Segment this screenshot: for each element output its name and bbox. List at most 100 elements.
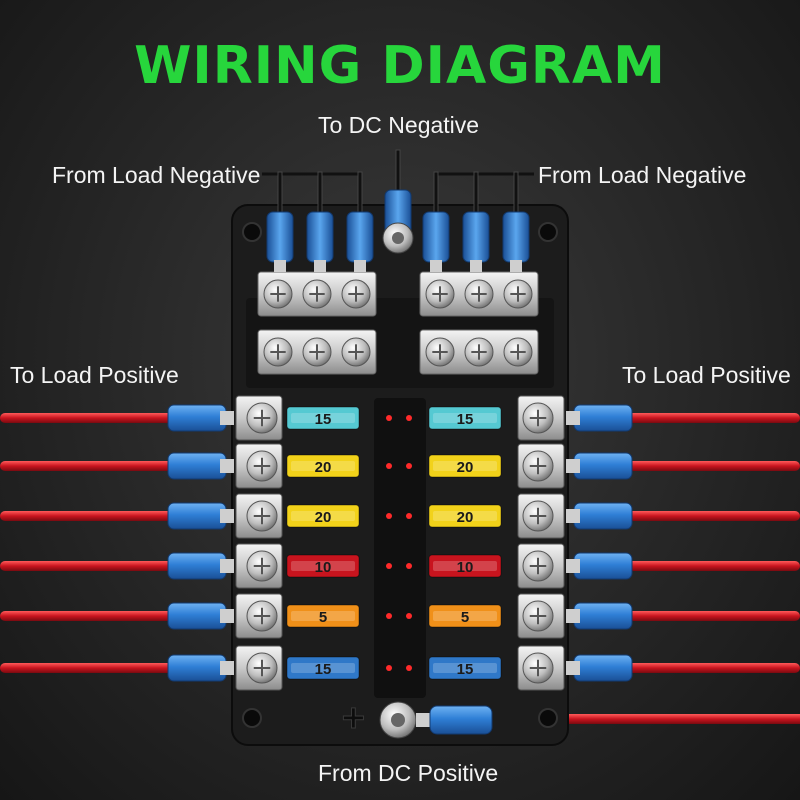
- red-wire-left: [0, 611, 180, 621]
- fuse-body: [428, 406, 502, 430]
- screw-icon: [341, 337, 371, 367]
- ring-terminal-right-icon: [566, 654, 633, 682]
- fuse-body: [428, 656, 502, 680]
- led-indicator-icon: [406, 563, 412, 569]
- blade-fuse: 15: [428, 406, 502, 430]
- led-indicator-icon: [386, 665, 392, 671]
- from-load-negative-left-label: From Load Negative: [52, 162, 261, 188]
- screw-icon: [522, 550, 554, 582]
- blade-fuse: 5: [428, 604, 502, 628]
- screw-icon: [246, 550, 278, 582]
- screw-icon: [425, 337, 455, 367]
- screw-icon: [263, 279, 293, 309]
- ring-terminal-left-icon: [167, 502, 234, 530]
- fuse-rating: 10: [457, 559, 474, 576]
- top-negative-terminals: [262, 149, 534, 272]
- red-wire-right: [620, 413, 800, 423]
- screw-icon: [464, 337, 494, 367]
- screw-icon: [302, 337, 332, 367]
- fuse-body: [428, 454, 502, 478]
- led-indicator-icon: [406, 513, 412, 519]
- led-indicator-icon: [406, 463, 412, 469]
- fuse-rating: 20: [457, 459, 474, 476]
- red-wire-right: [620, 511, 800, 521]
- screw-icon: [522, 402, 554, 434]
- led-indicator-icon: [386, 415, 392, 421]
- to-dc-negative-label: To DC Negative: [318, 112, 480, 138]
- fuse-body: [428, 604, 502, 628]
- screw-icon: [246, 450, 278, 482]
- ring-terminal-left-icon: [167, 654, 234, 682]
- screw-icon: [522, 600, 554, 632]
- led-indicator-icon: [406, 415, 412, 421]
- blade-fuse: 20: [286, 504, 360, 528]
- blade-fuse: 15: [428, 656, 502, 680]
- red-wire-left: [0, 663, 180, 673]
- load-positive-wires: [0, 413, 800, 724]
- plus-symbol-icon: +: [340, 698, 367, 736]
- fuse-window: [291, 561, 355, 571]
- blade-fuse: 5: [286, 604, 360, 628]
- screw-icon: [246, 652, 278, 684]
- red-wire-right: [620, 611, 800, 621]
- screw-icon: [522, 450, 554, 482]
- red-wire-left: [0, 413, 180, 423]
- fuse-window: [433, 611, 497, 621]
- led-indicator-icon: [406, 665, 412, 671]
- mounting-hole-icon: [242, 708, 262, 728]
- blade-fuse: 15: [286, 406, 360, 430]
- screw-icon: [246, 402, 278, 434]
- led-indicator-icon: [386, 513, 392, 519]
- red-wire-left: [0, 511, 180, 521]
- fuse-window: [433, 561, 497, 571]
- screw-icon: [464, 279, 494, 309]
- to-load-positive-right-label: To Load Positive: [622, 362, 791, 388]
- load-negative-terminal-icon: [346, 171, 374, 272]
- fuse-body: [286, 656, 360, 680]
- screw-icon: [263, 337, 293, 367]
- positive-terminal-strips: [235, 395, 565, 691]
- load-negative-terminal-icon: [502, 171, 530, 272]
- led-column: [374, 398, 426, 698]
- fuse-window: [433, 461, 497, 471]
- ring-terminal-left-icon: [167, 602, 234, 630]
- mounting-hole-icon: [538, 708, 558, 728]
- red-wire-right: [620, 663, 800, 673]
- fuse-rating: 15: [315, 411, 332, 428]
- fuse-window: [291, 663, 355, 673]
- mounting-hole-icon: [242, 222, 262, 242]
- screw-icon: [522, 500, 554, 532]
- led-indicator-icon: [386, 613, 392, 619]
- screw-icon: [522, 652, 554, 684]
- fuse-window: [291, 461, 355, 471]
- red-wire-right: [620, 461, 800, 471]
- screw-icon: [503, 279, 533, 309]
- led-indicator-icon: [386, 563, 392, 569]
- fuse-window: [433, 413, 497, 423]
- fuse-rating: 15: [457, 661, 474, 678]
- fuse-rating: 5: [319, 609, 327, 626]
- ring-terminal-left-icon: [167, 404, 234, 432]
- led-indicator-icon: [386, 463, 392, 469]
- ring-terminal-right-icon: [566, 404, 633, 432]
- ring-terminal-right-icon: [566, 502, 633, 530]
- blade-fuse: 20: [428, 454, 502, 478]
- screw-icon: [246, 500, 278, 532]
- fuse-rating: 20: [315, 509, 332, 526]
- screw-icon: [341, 279, 371, 309]
- dc-positive-input: [379, 701, 493, 739]
- screw-icon: [302, 279, 332, 309]
- screw-icon: [425, 279, 455, 309]
- fuse-window: [433, 663, 497, 673]
- red-wire-left: [0, 461, 180, 471]
- diagram-title: WIRING DIAGRAM: [134, 36, 666, 96]
- from-dc-positive-label: From DC Positive: [318, 760, 499, 786]
- fuse-body: [286, 406, 360, 430]
- mounting-hole-icon: [538, 222, 558, 242]
- fuse-rating: 15: [315, 661, 332, 678]
- blade-fuse: 15: [286, 656, 360, 680]
- ring-terminal-right-icon: [566, 452, 633, 480]
- fuse-body: [286, 504, 360, 528]
